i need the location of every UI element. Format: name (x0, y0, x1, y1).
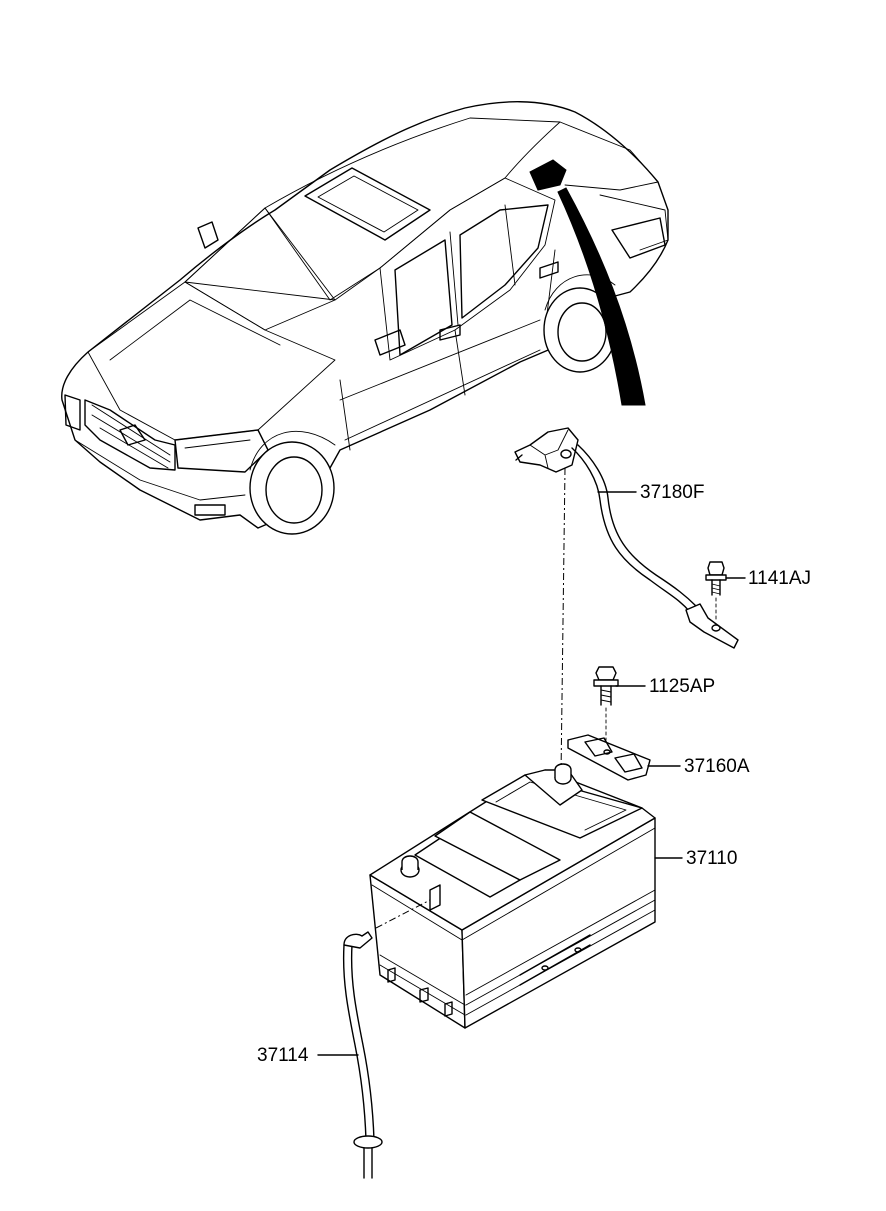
battery-location-marker (529, 159, 567, 191)
part-number-37160A: 37160A (684, 756, 750, 777)
vent-hose-icon (342, 899, 431, 1179)
bolt-icon (705, 561, 727, 623)
part-number-37114: 37114 (257, 1045, 309, 1066)
leader-lines (317, 491, 746, 1056)
battery-icon (369, 763, 656, 1029)
sedan-vehicle-icon (61, 101, 669, 535)
part-number-37110: 37110 (686, 848, 738, 869)
part-number-1125AP: 1125AP (649, 676, 716, 697)
battery-clamp-bracket-icon (567, 734, 651, 781)
bolt-icon (593, 666, 619, 741)
callout-wedge (557, 187, 646, 406)
part-number-37180F: 37180F (640, 482, 705, 503)
alignment-line (560, 467, 566, 776)
part-number-1141AJ: 1141AJ (748, 568, 812, 589)
battery-cable-icon (514, 427, 739, 649)
